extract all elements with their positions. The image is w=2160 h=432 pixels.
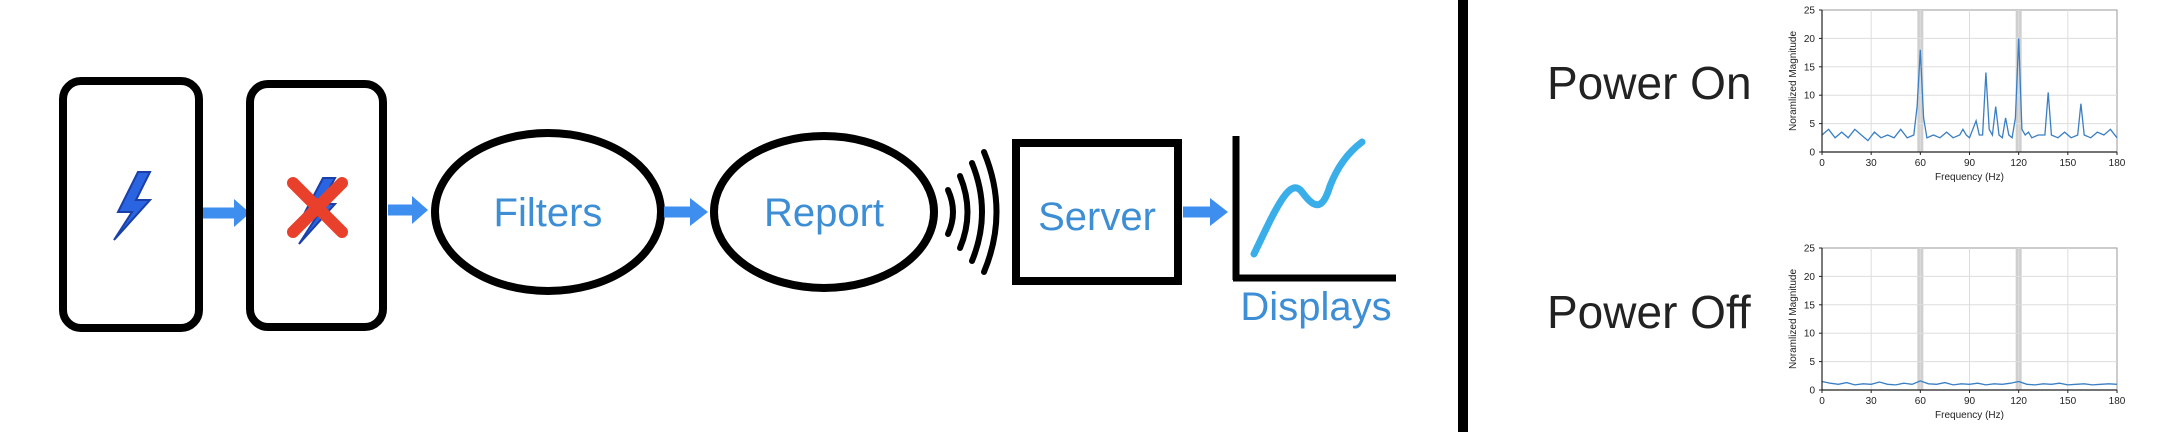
y-tick-label: 5: [1809, 357, 1815, 368]
lightning-bolt-icon: [113, 171, 153, 241]
spectrum-line: [1821, 38, 2118, 142]
y-tick-label: 0: [1809, 386, 1815, 397]
y-tick-label: 25: [1804, 244, 1816, 255]
displays-label: Displays: [1240, 285, 1391, 329]
device-unpowered: [246, 80, 387, 331]
x-tick-label: 150: [2059, 158, 2076, 169]
flow-arrow-head: [234, 199, 250, 227]
y-tick-label: 5: [1809, 119, 1815, 130]
x-tick-label: 180: [2109, 158, 2126, 169]
y-axis-title: Noramlized Magnitude: [1788, 31, 1799, 131]
filters-label: Filters: [494, 191, 603, 235]
x-tick-label: 90: [1964, 396, 1976, 407]
panel-divider: [1458, 0, 1468, 432]
y-tick-label: 10: [1804, 329, 1816, 340]
x-tick-label: 0: [1819, 158, 1825, 169]
x-axis-title: Frequency (Hz): [1935, 172, 2004, 183]
y-tick-label: 15: [1804, 300, 1816, 311]
x-tick-label: 30: [1866, 158, 1878, 169]
y-tick-label: 15: [1804, 62, 1816, 73]
x-tick-label: 120: [2010, 158, 2027, 169]
x-tick-label: 90: [1964, 158, 1976, 169]
server-node: Server: [1012, 139, 1182, 285]
flow-arrow-head: [412, 196, 428, 224]
y-tick-label: 0: [1809, 148, 1815, 159]
line-graph-icon: [1232, 136, 1396, 282]
power-off-label: Power Off: [1547, 286, 1751, 338]
device-powered: [59, 77, 203, 332]
flow-arrow-head: [690, 198, 708, 226]
x-tick-label: 60: [1915, 158, 1927, 169]
report-node: Report: [710, 132, 938, 292]
y-tick-label: 25: [1804, 6, 1816, 17]
x-axis-title: Frequency (Hz): [1935, 410, 2004, 421]
x-tick-label: 30: [1866, 396, 1878, 407]
pipeline-diagram: Filters Report Server: [59, 77, 1396, 332]
x-tick-label: 60: [1915, 396, 1927, 407]
crossed-out-lightning-icon: [287, 177, 348, 245]
y-tick-label: 10: [1804, 91, 1816, 102]
filters-node: Filters: [431, 129, 665, 295]
y-axis-title: Noramlized Magnitude: [1788, 269, 1799, 369]
y-tick-label: 20: [1804, 272, 1816, 283]
wireless-signal-icon: [945, 149, 1000, 275]
flow-arrow-head: [1210, 198, 1228, 226]
x-tick-label: 120: [2010, 396, 2027, 407]
x-tick-label: 150: [2059, 396, 2076, 407]
x-tick-label: 180: [2109, 396, 2126, 407]
server-label: Server: [1038, 195, 1156, 239]
x-tick-label: 0: [1819, 396, 1825, 407]
spectrum-line: [1821, 380, 2118, 386]
y-tick-label: 20: [1804, 34, 1816, 45]
power-on-label: Power On: [1547, 57, 1752, 109]
report-label: Report: [764, 191, 884, 235]
